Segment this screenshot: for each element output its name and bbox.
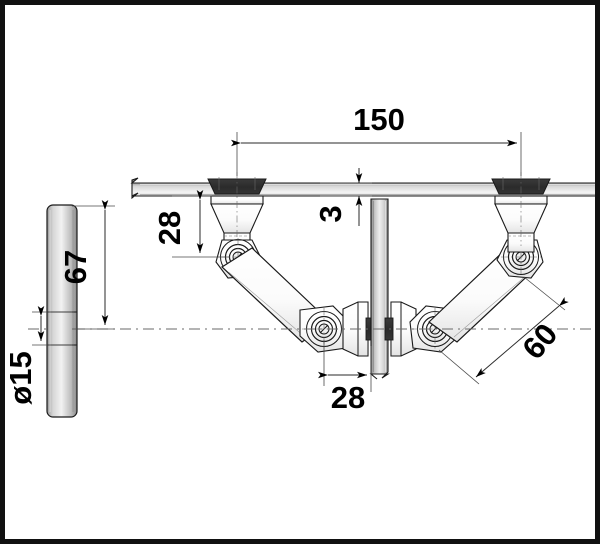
dimension-150-label: 150 (353, 102, 405, 137)
vertical-glass-panel (369, 198, 390, 380)
dimension-3: 3 (313, 168, 372, 226)
dimension-28-horizontal: 28 (318, 340, 372, 415)
dimension-28-horizontal-label: 28 (331, 380, 365, 415)
dimension-60-label: 60 (515, 317, 564, 366)
dimension-28-vertical: 28 (152, 190, 230, 258)
dimension-67-label: 67 (58, 250, 93, 284)
dimension-150: 150 (231, 102, 522, 176)
right-ceiling-mount (491, 172, 551, 253)
side-view-body (46, 204, 78, 418)
dimension-diameter-15: ø15 (3, 306, 72, 405)
dimension-3-label: 3 (313, 205, 348, 222)
dimension-67: 67 (58, 200, 115, 330)
dimension-diameter-15-label: ø15 (3, 351, 38, 404)
dimension-28-vertical-label: 28 (152, 211, 187, 245)
